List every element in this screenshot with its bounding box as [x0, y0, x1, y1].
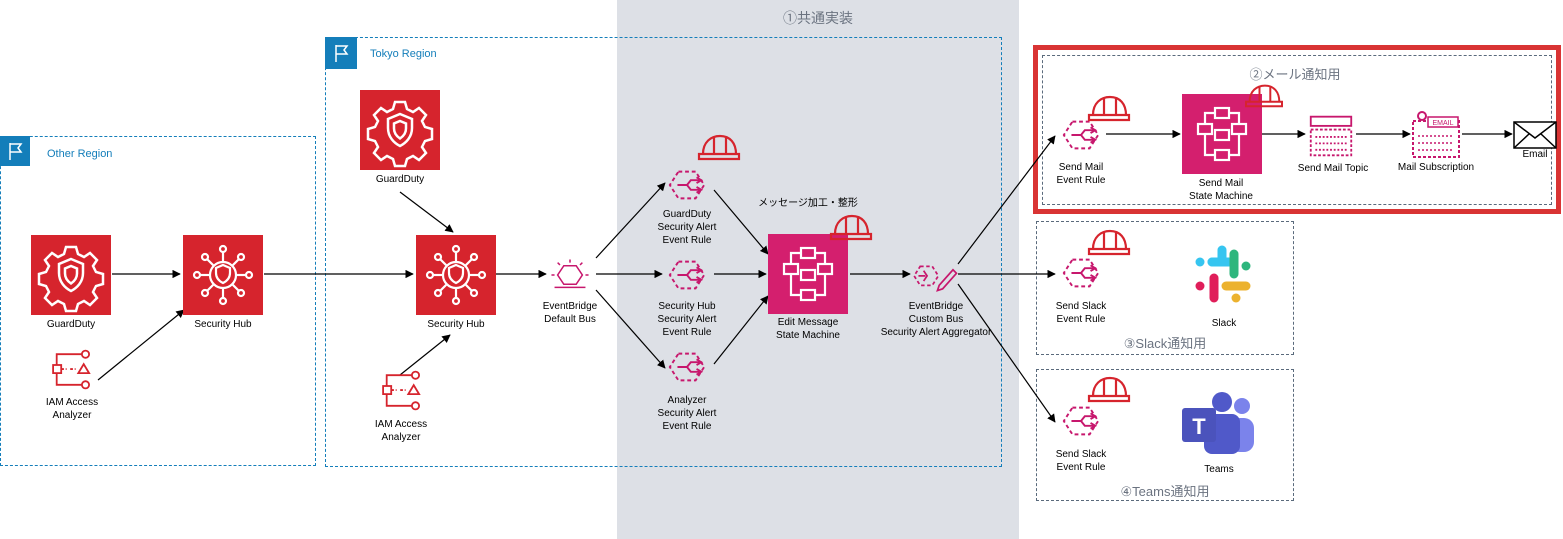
- mail-notification-box: [1033, 45, 1561, 214]
- slack-logo-icon: [1195, 245, 1251, 303]
- tokyo-region-flag-icon: [325, 37, 357, 69]
- section-title-slack: ③Slack通知用: [1123, 336, 1207, 351]
- tokyo-guardduty-icon: [360, 90, 440, 170]
- email-envelope-icon: [1513, 121, 1557, 149]
- send-mail-rule-icon: [1062, 120, 1100, 150]
- edit-message-state-machine-icon: [768, 234, 848, 314]
- slack-notification-box: [1036, 221, 1294, 355]
- teams-logo-glyph: T: [1192, 414, 1206, 439]
- teams-label: Teams: [1204, 464, 1234, 475]
- edge-custom-bus-to-teams-rule: [957, 283, 1056, 423]
- helmet-icon: [697, 134, 741, 161]
- teams-notification-box: [1036, 369, 1294, 501]
- edge-bus-to-an-rule: [595, 289, 666, 369]
- other-iam-access-analyzer-icon: [52, 349, 91, 390]
- edge-iam-to-securityhub: [97, 309, 185, 381]
- mail-subscription-label: Mail Subscription: [1397, 162, 1475, 173]
- teams-logo-icon: T: [1182, 392, 1254, 454]
- edge-tokyo-iam-to-sh: [399, 334, 451, 376]
- email-badge-text: EMAIL: [1432, 120, 1453, 127]
- eventbridge-custom-bus-icon: [913, 265, 958, 292]
- tokyo-guardduty-label: GuardDuty: [375, 174, 425, 185]
- section-title-common: ①共通実装: [783, 10, 853, 26]
- other-securityhub-label: Security Hub: [194, 319, 252, 330]
- send-teams-rule-icon: [1062, 406, 1100, 436]
- edge-an-rule-to-sm: [713, 295, 769, 365]
- helmet-icon: [1087, 229, 1131, 256]
- other-region-title: Other Region: [47, 148, 113, 160]
- other-guardduty-icon: [31, 235, 111, 315]
- guardduty-rule-icon: [668, 170, 706, 200]
- message-processing-note: メッセージ加工・整形: [758, 198, 858, 209]
- tokyo-region-title: Tokyo Region: [370, 48, 437, 60]
- edge-tokyo-gd-to-sh: [399, 191, 454, 233]
- section-title-teams: ④Teams通知用: [1120, 484, 1210, 499]
- send-slack-rule-icon: [1062, 258, 1100, 288]
- edge-custom-bus-to-mail-rule: [957, 135, 1056, 265]
- slack-label: Slack: [1211, 318, 1237, 329]
- helmet-icon: [1087, 95, 1131, 122]
- tokyo-iam-access-analyzer-icon: [382, 370, 421, 411]
- edge-gd-rule-to-sm: [713, 189, 769, 255]
- tokyo-securityhub-label: Security Hub: [427, 319, 485, 330]
- send-mail-topic-label: Send Mail Topic: [1297, 163, 1369, 174]
- mail-subscription-icon: EMAIL: [1412, 111, 1460, 158]
- helmet-icon: [1087, 376, 1131, 403]
- analyzer-rule-icon: [668, 352, 706, 382]
- other-region-flag-icon: [0, 136, 30, 166]
- section-title-mail: ②メール通知用: [1249, 67, 1341, 82]
- other-securityhub-icon: [183, 235, 263, 315]
- tokyo-region-box: [325, 37, 1002, 467]
- securityhub-rule-icon: [668, 260, 706, 290]
- other-guardduty-label: GuardDuty: [46, 319, 96, 330]
- email-label: Email: [1522, 149, 1548, 160]
- eventbridge-default-bus-icon: [550, 258, 590, 289]
- send-mail-topic-icon: [1309, 115, 1353, 157]
- edge-bus-to-gd-rule: [595, 182, 666, 259]
- tokyo-securityhub-icon: [416, 235, 496, 315]
- other-region-box: [0, 136, 316, 466]
